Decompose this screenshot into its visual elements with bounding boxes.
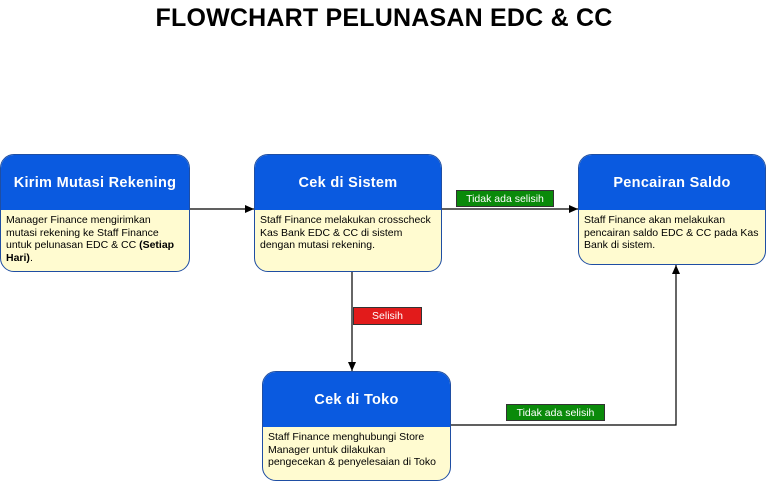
node-cek-toko-text: Staff Finance menghubungi Store Manager … [268, 431, 436, 468]
node-cek-sistem-text: Staff Finance melakukan crosscheck Kas B… [260, 214, 431, 251]
node-cek-toko-title: Cek di Toko [263, 372, 450, 427]
edge-label-sistem-to-toko: Selisih [353, 307, 422, 325]
node-pencairan-saldo: Pencairan Saldo Staff Finance akan melak… [578, 154, 766, 265]
edge-toko-to-pencairan [451, 265, 680, 426]
node-cek-di-sistem: Cek di Sistem Staff Finance melakukan cr… [254, 154, 442, 272]
node-kirim-mutasi-rekening: Kirim Mutasi Rekening Manager Finance me… [0, 154, 190, 272]
node-kirim-text-bold: (Setiap Hari) [6, 239, 175, 264]
diagram-title: FLOWCHART PELUNASAN EDC & CC [155, 4, 613, 32]
node-kirim-text-tail: . [29, 251, 33, 264]
edge-label-sistem-to-pencairan: Tidak ada selisih [456, 190, 554, 207]
edge-label-toko-to-pencairan: Tidak ada selisih [506, 404, 605, 421]
node-kirim-text-main: Manager Finance mengirimkan mutasi reken… [6, 214, 159, 251]
node-pencairan-text: Staff Finance akan melakukan pencairan s… [584, 214, 759, 251]
node-cek-sistem-title: Cek di Sistem [255, 155, 441, 210]
node-kirim-text: Manager Finance mengirimkan mutasi reken… [1, 210, 189, 264]
node-kirim-title: Kirim Mutasi Rekening [1, 155, 189, 210]
node-pencairan-title: Pencairan Saldo [579, 155, 765, 210]
node-cek-di-toko: Cek di Toko Staff Finance menghubungi St… [262, 371, 451, 481]
